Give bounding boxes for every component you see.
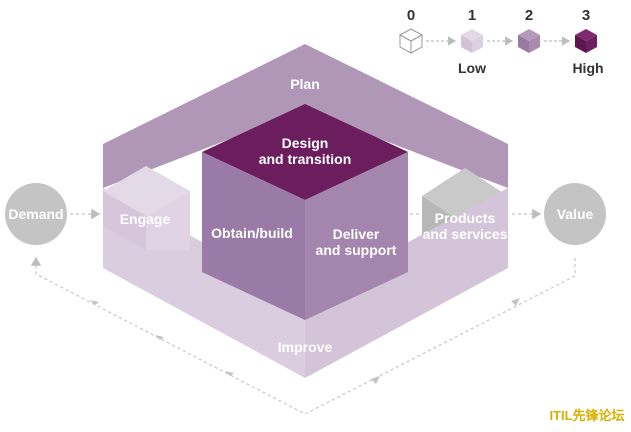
design-label-line1: Design bbox=[282, 135, 329, 151]
watermark-text: ITIL先锋论坛 bbox=[549, 408, 624, 423]
legend-cube-0 bbox=[398, 28, 424, 54]
plan-frame bbox=[103, 44, 508, 188]
improve-loop-arrowheads bbox=[90, 298, 520, 384]
legend-cube-2 bbox=[518, 29, 540, 53]
legend-cube-3 bbox=[575, 29, 597, 53]
legend-cube-1 bbox=[461, 29, 483, 53]
obtain-build-face bbox=[202, 152, 305, 320]
products-label-line1: Products bbox=[435, 210, 496, 226]
deliver-support-face bbox=[305, 152, 408, 320]
plan-label: Plan bbox=[290, 76, 320, 92]
deliver-label-line1: Deliver bbox=[333, 226, 380, 242]
legend-low-label: Low bbox=[458, 60, 486, 76]
improve-right-wall bbox=[305, 188, 508, 378]
improve-label: Improve bbox=[278, 339, 333, 355]
demand-label: Demand bbox=[8, 206, 63, 222]
engage-cube bbox=[103, 166, 190, 250]
deliver-label-line2: and support bbox=[316, 242, 397, 258]
legend-level-3: 3 bbox=[582, 7, 590, 24]
legend-level-1: 1 bbox=[468, 7, 476, 24]
improve-loop bbox=[30, 256, 576, 415]
design-label-line2: and transition bbox=[259, 151, 352, 167]
demand-circle bbox=[5, 183, 67, 245]
products-label-line2: and services bbox=[423, 226, 508, 242]
obtain-build-label: Obtain/build bbox=[211, 225, 293, 241]
value-circle bbox=[544, 183, 606, 245]
legend-high-label: High bbox=[572, 60, 603, 76]
legend-level-2: 2 bbox=[525, 7, 533, 24]
engage-label: Engage bbox=[120, 211, 171, 227]
legend-level-0: 0 bbox=[407, 7, 415, 24]
value-label: Value bbox=[557, 206, 594, 222]
involvement-legend: 0 1 2 3 Low High bbox=[398, 7, 604, 76]
